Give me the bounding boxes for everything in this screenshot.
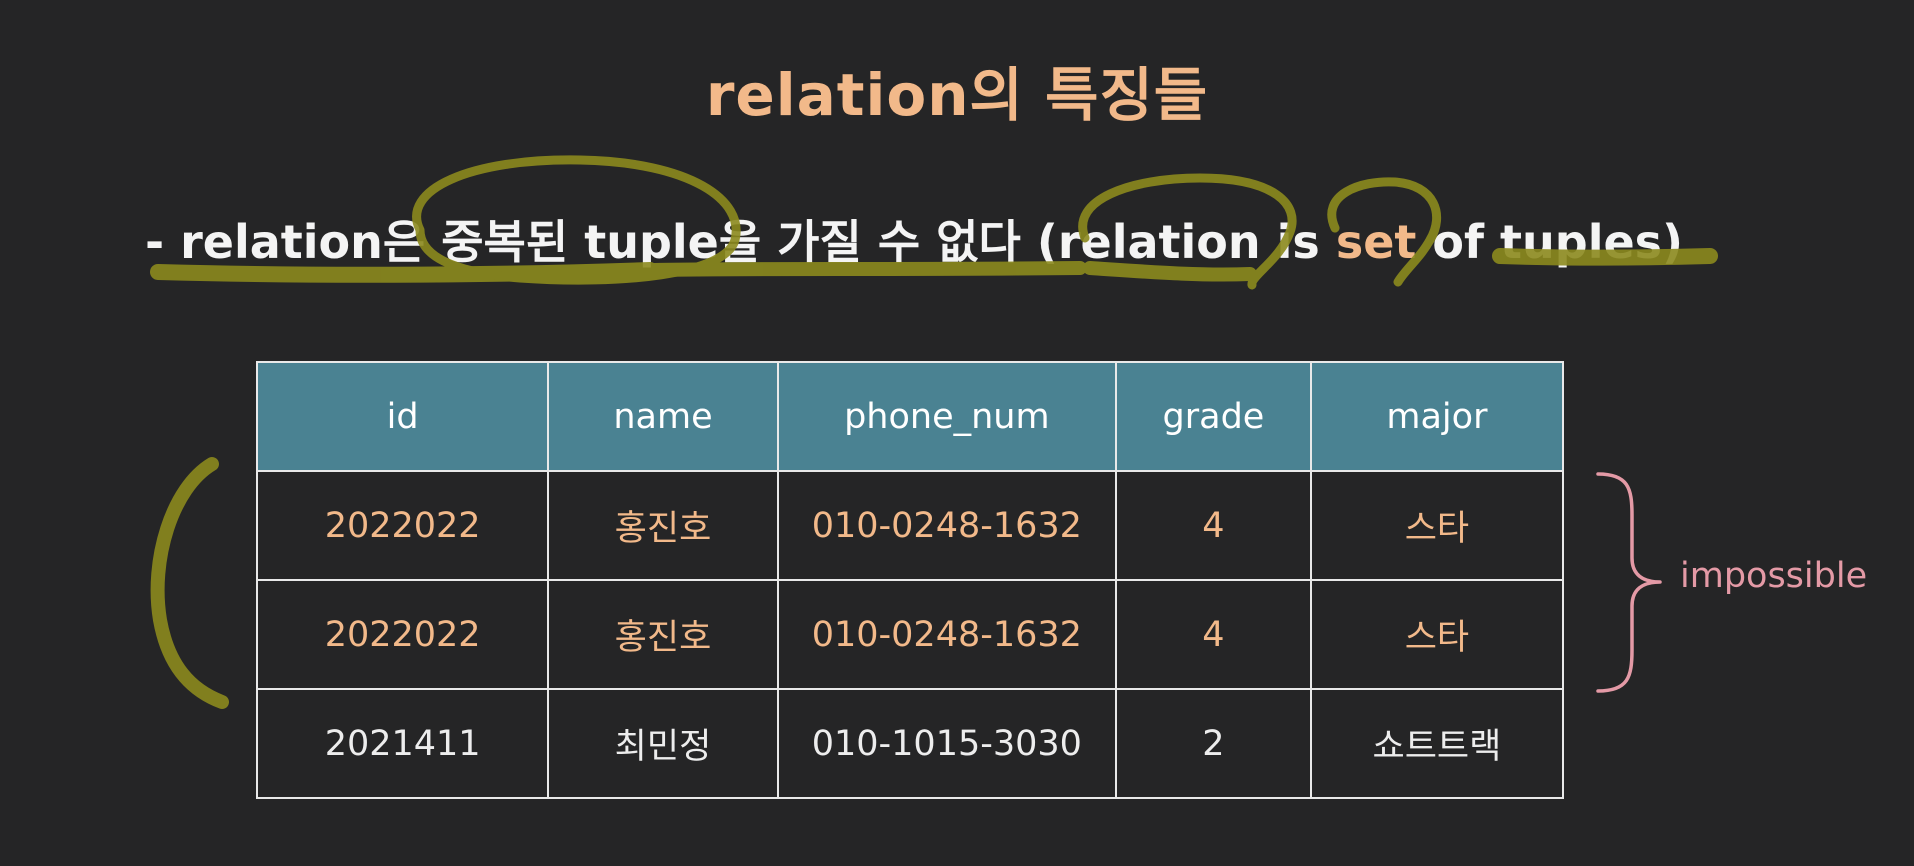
statement-accent: set: [1335, 215, 1417, 269]
relation-table: id name phone_num grade major 2022022 홍진…: [255, 361, 1565, 799]
header-grade: grade: [1115, 361, 1312, 472]
curly-brace-icon: [1590, 470, 1670, 695]
cell-id: 2022022: [255, 470, 550, 581]
cell-name: 최민정: [547, 688, 779, 799]
table-row: 2022022 홍진호 010-0248-1632 4 스타: [255, 470, 1565, 581]
cell-grade: 4: [1115, 579, 1312, 690]
cell-name: 홍진호: [547, 579, 779, 690]
cell-id: 2021411: [255, 688, 550, 799]
cell-phone-num: 010-0248-1632: [776, 579, 1118, 690]
cell-major: 쇼트트랙: [1309, 688, 1565, 799]
slide-title: relation의 특징들: [705, 61, 1209, 129]
statement: - relation은 중복된 tuple을 가질 수 없다 (relation…: [145, 206, 1683, 272]
cell-grade: 4: [1115, 470, 1312, 581]
impossible-label: impossible: [1680, 556, 1868, 596]
header-id: id: [255, 361, 550, 472]
cell-major: 스타: [1309, 579, 1565, 690]
cell-id: 2022022: [255, 579, 550, 690]
cell-phone-num: 010-1015-3030: [776, 688, 1118, 799]
statement-text: - relation은 중복된 tuple을 가질 수 없다 (relation…: [145, 215, 1336, 269]
statement-text-end: of tuples): [1416, 215, 1684, 269]
cell-grade: 2: [1115, 688, 1312, 799]
cell-major: 스타: [1309, 470, 1565, 581]
table-row: 2021411 최민정 010-1015-3030 2 쇼트트랙: [255, 688, 1565, 799]
cell-name: 홍진호: [547, 470, 779, 581]
header-major: major: [1309, 361, 1565, 472]
table-row: 2022022 홍진호 010-0248-1632 4 스타: [255, 579, 1565, 690]
cell-phone-num: 010-0248-1632: [776, 470, 1118, 581]
header-name: name: [547, 361, 779, 472]
header-phone-num: phone_num: [776, 361, 1118, 472]
table-header-row: id name phone_num grade major: [255, 361, 1565, 472]
